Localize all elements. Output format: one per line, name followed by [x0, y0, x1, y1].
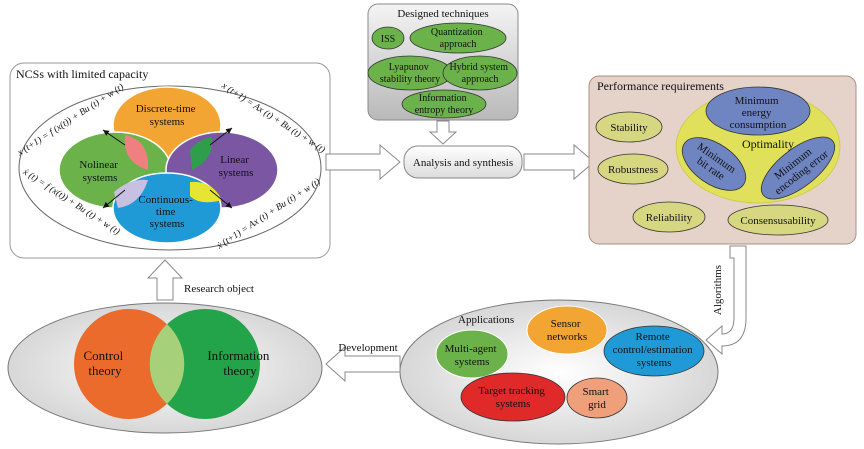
multi-agent-label: Multi-agent systems [445, 343, 500, 368]
development-label: Development [338, 342, 397, 354]
overlap-linear-discrete [190, 137, 213, 170]
stability-label: Stability [610, 122, 648, 134]
arrow-to-eq-tr [209, 127, 233, 146]
ncs-to-analysis-arrow [325, 143, 401, 181]
overlap-linear-continuous [190, 181, 222, 203]
iss-ellipse [371, 26, 405, 50]
sensor-networks-ellipse [526, 305, 608, 355]
theory-overlap [149, 324, 185, 404]
arrow-to-eq-bl [102, 189, 126, 209]
min-energy-label: Minimum energy consumption [730, 95, 787, 131]
control-theory-label: Control theory [84, 348, 127, 378]
multi-agent-ellipse [435, 329, 509, 379]
smart-grid-ellipse [566, 377, 628, 419]
analysis-synthesis-box: Analysis and synthesis [403, 145, 523, 179]
ncs-title: NCSs with limited capacity [16, 67, 148, 81]
research-object-arrow [146, 259, 184, 301]
stability-ellipse [595, 111, 663, 143]
information-entropy-label: Information entropy theory [415, 93, 474, 116]
reliability-label: Reliability [646, 212, 693, 224]
performance-title: Performance requirements [597, 79, 724, 93]
sensor-networks-label: Sensor networks [547, 318, 587, 343]
information-theory-circle [150, 309, 260, 419]
target-tracking-ellipse [460, 372, 566, 422]
remote-control-ellipse [603, 325, 705, 377]
quantization-label: Quantization approach [431, 27, 485, 50]
techniques-title: Designed techniques [397, 8, 488, 20]
min-energy-ellipse [705, 86, 811, 136]
theory-panel: Control theory Information theory [7, 302, 323, 434]
lyapunov-label: Lyapunov stability theory [380, 62, 440, 85]
algorithms-label: Algorithms [712, 265, 724, 315]
hybrid-system-label: Hybrid system approach [449, 62, 510, 85]
control-theory-circle [74, 309, 184, 419]
min-bitrate-ellipse [681, 137, 747, 191]
information-entropy-ellipse [401, 89, 487, 119]
nonlinear-label: Nolinear systems [79, 159, 120, 184]
remote-control-label: Remote control/estimation systems [613, 331, 696, 369]
consensusability-ellipse [727, 204, 829, 236]
applications-title: Applications [458, 314, 514, 326]
research-object-label: Research object [184, 283, 254, 295]
ncs-panel: NCSs with limited capacity Discrete-time… [9, 62, 331, 259]
techniques-down-arrow [428, 120, 458, 145]
hybrid-system-ellipse [442, 55, 518, 91]
smart-grid-label: Smart grid [582, 386, 611, 411]
target-tracking-label: Target tracking systems [478, 385, 547, 410]
linear-label: Linear systems [219, 154, 254, 179]
robustness-ellipse [597, 153, 669, 185]
algorithms-arrow [705, 245, 747, 356]
robustness-label: Robustness [608, 164, 658, 176]
performance-panel: Performance requirements Stability Robus… [588, 75, 857, 245]
applications-panel: Applications Multi-agent systems Sensor … [399, 299, 719, 445]
analysis-synthesis-label: Analysis and synthesis [413, 157, 513, 169]
information-theory-label: Information theory [207, 348, 272, 378]
continuous-time-label: Continuous- time systems [138, 194, 195, 230]
quantization-ellipse [409, 22, 507, 54]
overlap-nonlinear-discrete [124, 135, 149, 170]
analysis-to-performance-arrow [523, 143, 595, 181]
optimality-label: Optimality [742, 137, 794, 151]
techniques-panel: Designed techniques ISS Quantization app… [367, 3, 519, 121]
min-encoding-ellipse [761, 136, 835, 200]
arrow-to-eq-br [209, 189, 233, 209]
overlap-nonlinear-continuous [114, 179, 148, 208]
arrow-to-eq-tl [102, 129, 126, 146]
discrete-time-label: Discrete-time systems [136, 103, 199, 128]
consensusability-label: Consensusability [740, 215, 816, 227]
development-arrow [325, 345, 401, 383]
iss-label: ISS [381, 34, 395, 45]
reliability-ellipse [632, 201, 706, 233]
